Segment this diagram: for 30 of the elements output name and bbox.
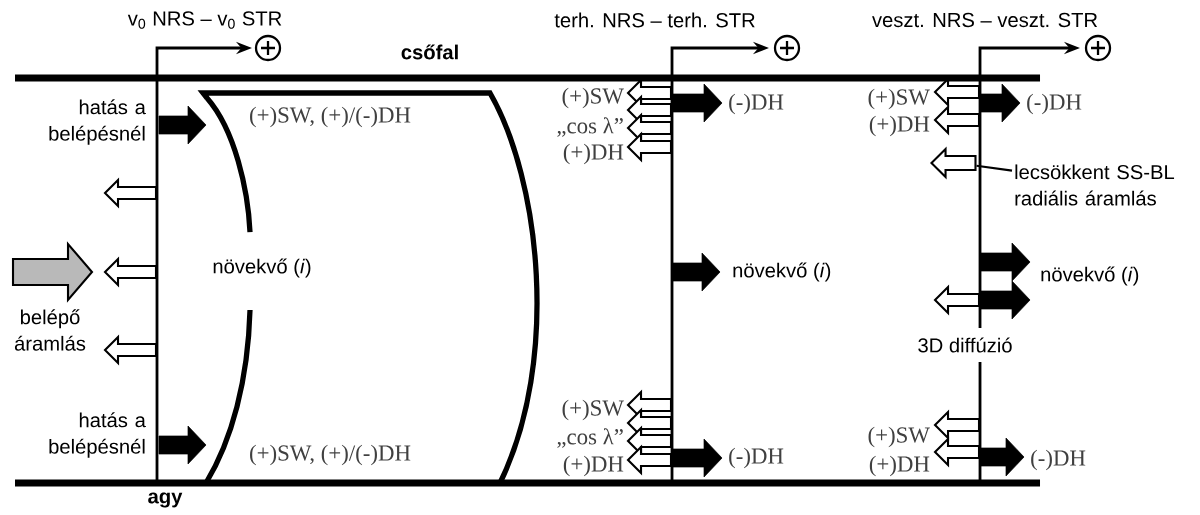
annotation-text: lecsökkent SS-BL radiális áramlás bbox=[1015, 164, 1175, 206]
label: „cos λ” bbox=[557, 117, 623, 137]
label: hatás a belépésnél bbox=[49, 412, 146, 458]
label: növekvő (i) bbox=[213, 258, 311, 278]
label: (+)SW bbox=[562, 87, 624, 109]
label: növekvő (i) bbox=[1041, 266, 1139, 286]
label: csőfal bbox=[401, 44, 458, 60]
label: növekvő (i) bbox=[733, 262, 831, 282]
label: (+)SW, (+)/(-)DH bbox=[250, 444, 411, 466]
label: (+)SW bbox=[562, 399, 624, 421]
label: (-)DH bbox=[729, 93, 784, 115]
label: (-)DH bbox=[729, 447, 784, 469]
label: „cos λ” bbox=[557, 428, 623, 448]
label: (+)DH bbox=[869, 115, 930, 137]
leader-line bbox=[976, 164, 1013, 172]
label: terh. NRS – terh. STR bbox=[554, 12, 755, 28]
label: (-)DH bbox=[1031, 449, 1086, 471]
label: belépő áramlás bbox=[14, 309, 86, 351]
label: (+)SW bbox=[868, 426, 930, 448]
label: veszt. NRS – veszt. STR bbox=[872, 12, 1098, 28]
label: (+)SW bbox=[868, 88, 930, 110]
label: (+)DH bbox=[563, 455, 624, 477]
label: agy bbox=[148, 492, 183, 508]
label: v$_{0}$ NRS – v$_{0}$ STR bbox=[127, 11, 282, 29]
label: (+)SW, (+)/(-)DH bbox=[250, 106, 411, 128]
label: (-)DH bbox=[1027, 93, 1082, 115]
label: hatás a belépésnél bbox=[49, 99, 146, 145]
label: (+)DH bbox=[869, 455, 930, 477]
label: (+)DH bbox=[563, 143, 624, 165]
label: 3D diffúzió bbox=[918, 337, 1012, 353]
